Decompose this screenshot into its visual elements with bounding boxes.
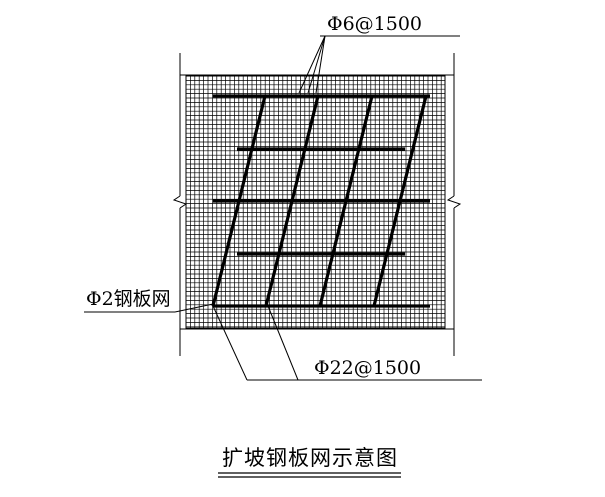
leader-lines [84, 35, 482, 381]
rebar-grid [211, 94, 430, 308]
diagram-title: 扩坡钢板网示意图 [222, 446, 398, 470]
rebar-diagonal [318, 95, 374, 307]
leader-left [174, 303, 214, 313]
label-left-mesh: Φ2钢板网 [86, 288, 171, 310]
rebar-diagonal [211, 95, 267, 307]
leader-top-1 [298, 35, 326, 94]
leader-top-3 [315, 35, 326, 94]
label-top-rebar: Φ6@1500 [327, 13, 422, 35]
mesh-border [185, 75, 446, 329]
label-bottom-rebar: Φ22@1500 [314, 357, 421, 379]
leader-bottom-a [212, 305, 248, 381]
rebar-diagonal [372, 95, 428, 307]
outline-lines [172, 53, 462, 356]
leader-top-2 [307, 35, 326, 94]
leader-bottom-b [267, 305, 299, 381]
rebar-diagonal [264, 95, 320, 307]
